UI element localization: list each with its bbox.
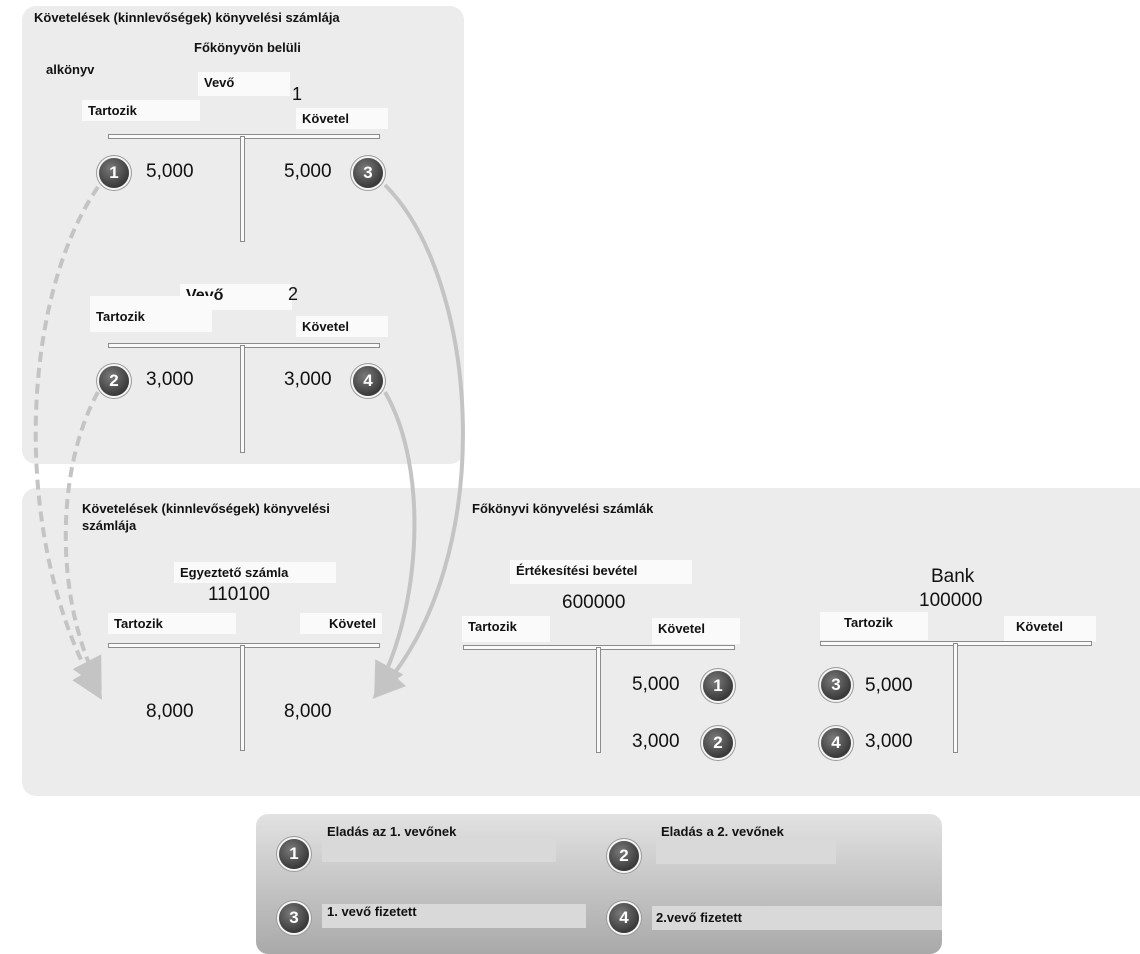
- bank-credit-label: Követel: [1004, 616, 1096, 642]
- customer2-debit-value: 3,000: [146, 369, 194, 390]
- bank-t-stem: [953, 643, 958, 753]
- bank-account-number: 100000: [919, 590, 983, 611]
- sales-t-stem: [596, 647, 601, 753]
- control-credit-value: 8,000: [284, 701, 332, 722]
- bank-entry-badge-1: 3: [821, 670, 851, 700]
- sales-account-name: Értékesítési bevétel: [510, 560, 692, 584]
- sales-debit-label: Tartozik: [462, 616, 550, 642]
- control-t-stem: [240, 645, 245, 751]
- bank-account-name: Bank: [931, 566, 975, 587]
- legend-text-3: 1. vevő fizetett: [327, 904, 417, 919]
- customer1-credit-label: Követel: [296, 108, 388, 129]
- legend-bar-1: [322, 838, 556, 862]
- customer2-credit-value: 3,000: [284, 369, 332, 390]
- bank-entry-badge-2: 4: [821, 728, 851, 758]
- sales-entry-badge-2: 2: [703, 728, 733, 758]
- bank-entry-value-2: 3,000: [865, 731, 913, 752]
- sales-account-number: 600000: [562, 592, 626, 613]
- customer1-credit-value: 5,000: [284, 161, 332, 182]
- legend-text-4: 2.vevő fizetett: [656, 910, 742, 925]
- sales-credit-label: Követel: [652, 618, 740, 644]
- subledger-title: Követelések (kinnlevőségek) könyvelési s…: [34, 10, 340, 25]
- inside-gl-label: Főkönyvön belüli: [194, 40, 301, 55]
- legend-text-1: Eladás az 1. vevőnek: [327, 824, 457, 839]
- legend-badge-2: 2: [609, 841, 639, 871]
- badge-1: 1: [99, 158, 129, 188]
- badge-3: 3: [353, 158, 383, 188]
- customer2-credit-label: Követel: [296, 316, 388, 337]
- control-account-title: Követelések (kinnlevőségek) könyvelési: [82, 501, 330, 516]
- customer2-number: 2: [288, 284, 299, 304]
- bank-debit-label: Tartozik: [820, 612, 928, 640]
- legend-bar-3: [322, 904, 586, 928]
- customer1-name: Vevő: [198, 72, 290, 96]
- sales-entry-value-1: 5,000: [632, 674, 680, 695]
- legend-bar-4: [652, 906, 942, 930]
- subledger-label: alkönyv: [46, 62, 95, 77]
- arrow-c1-debit: [33, 185, 102, 700]
- control-account-name: Egyeztető számla: [174, 562, 336, 583]
- customer1-number: 1: [292, 84, 303, 104]
- bank-entry-value-1: 5,000: [865, 675, 913, 696]
- legend-badge-1: 1: [279, 839, 309, 869]
- legend-badge-4: 4: [609, 903, 639, 933]
- badge-4: 4: [353, 366, 383, 396]
- arrow-c2-debit: [63, 391, 102, 691]
- control-credit-label: Követel: [300, 613, 382, 634]
- control-account-title-2: számlája: [82, 518, 137, 533]
- legend-text-2: Eladás a 2. vevőnek: [661, 824, 784, 839]
- arrow-c1-credit: [372, 183, 465, 699]
- control-account-number: 110100: [208, 584, 270, 605]
- customer2-t-stem: [240, 345, 245, 453]
- sales-entry-badge-1: 1: [703, 671, 733, 701]
- legend-panel: [256, 814, 942, 954]
- customer1-t-stem: [240, 136, 245, 242]
- arrow-c2-credit: [374, 391, 417, 696]
- gl-accounts-title: Főkönyvi könyvelési számlák: [472, 501, 654, 516]
- badge-2: 2: [99, 366, 129, 396]
- control-debit-label: Tartozik: [108, 613, 236, 634]
- sales-entry-value-2: 3,000: [632, 731, 680, 752]
- legend-bar-2: [656, 840, 836, 864]
- customer2-debit-label: Tartozik: [90, 296, 212, 332]
- legend-badge-3: 3: [279, 903, 309, 933]
- control-debit-value: 8,000: [146, 701, 194, 722]
- customer1-debit-value: 5,000: [146, 161, 194, 182]
- customer1-debit-label: Tartozik: [82, 100, 200, 121]
